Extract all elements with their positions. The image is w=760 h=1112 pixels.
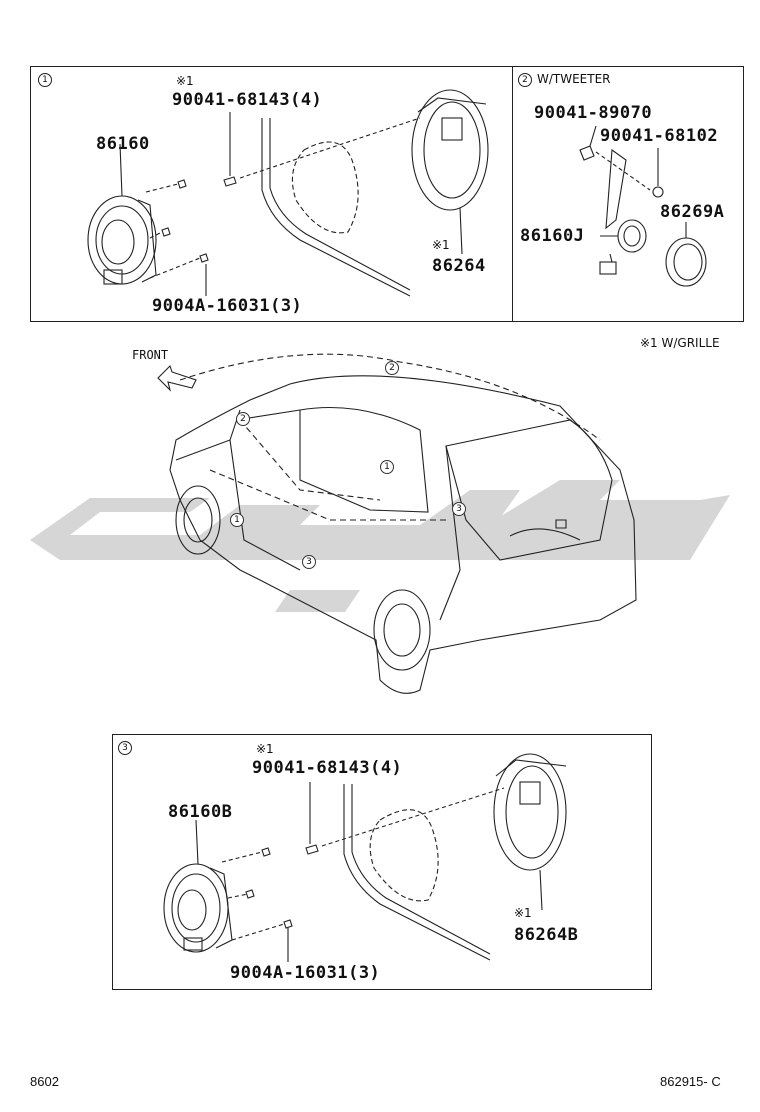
part-86160j[interactable]: 86160J — [520, 226, 585, 246]
car-marker-2-front: 2 — [236, 412, 250, 426]
speaker-86160-drawing — [87, 143, 157, 285]
legend-w-grille: ※1 W/GRILLE — [640, 336, 720, 350]
footer-figure-code: 862915- C — [660, 1074, 721, 1089]
part-86264b[interactable]: 86264B — [514, 925, 579, 945]
speaker-86160b-drawing — [163, 819, 233, 953]
screws-p1 — [161, 176, 237, 263]
part-9004a-16031-p1[interactable]: 9004A-16031(3) — [152, 296, 303, 316]
panel-1-grille-mark: ※1 — [432, 238, 450, 252]
panel-1-note-mark: ※1 — [176, 74, 194, 88]
part-86269a[interactable]: 86269A — [660, 202, 725, 222]
part-9004a-16031-p3[interactable]: 9004A-16031(3) — [230, 963, 381, 983]
front-label: FRONT — [132, 348, 169, 362]
footer-page-code: 8602 — [30, 1074, 59, 1089]
panel-3-note-mark: ※1 — [256, 742, 274, 756]
panel-1-number: 1 — [38, 72, 57, 87]
part-90041-89070[interactable]: 90041-89070 — [534, 103, 653, 123]
part-86160b[interactable]: 86160B — [168, 802, 233, 822]
part-90041-68143-p3[interactable]: 90041-68143(4) — [252, 758, 403, 778]
car-marker-1-rear-door: 1 — [380, 460, 394, 474]
part-86160[interactable]: 86160 — [96, 134, 150, 154]
panel-tweeter — [512, 66, 744, 322]
panel-3-grille-mark: ※1 — [514, 906, 532, 920]
part-86264[interactable]: 86264 — [432, 256, 486, 276]
car-marker-3-side: 3 — [302, 555, 316, 569]
tweeter-drawing — [579, 125, 707, 287]
part-90041-68143-p1[interactable]: 90041-68143(4) — [172, 90, 323, 110]
front-arrow-drawing — [157, 364, 197, 392]
car-marker-3-rear: 3 — [452, 502, 466, 516]
panel-rear-door-speaker — [112, 734, 652, 990]
panel-3-number: 3 — [118, 740, 137, 755]
part-90041-68102[interactable]: 90041-68102 — [600, 126, 719, 146]
car-marker-1-front-door: 1 — [230, 513, 244, 527]
car-marker-2-roof: 2 — [385, 361, 399, 375]
